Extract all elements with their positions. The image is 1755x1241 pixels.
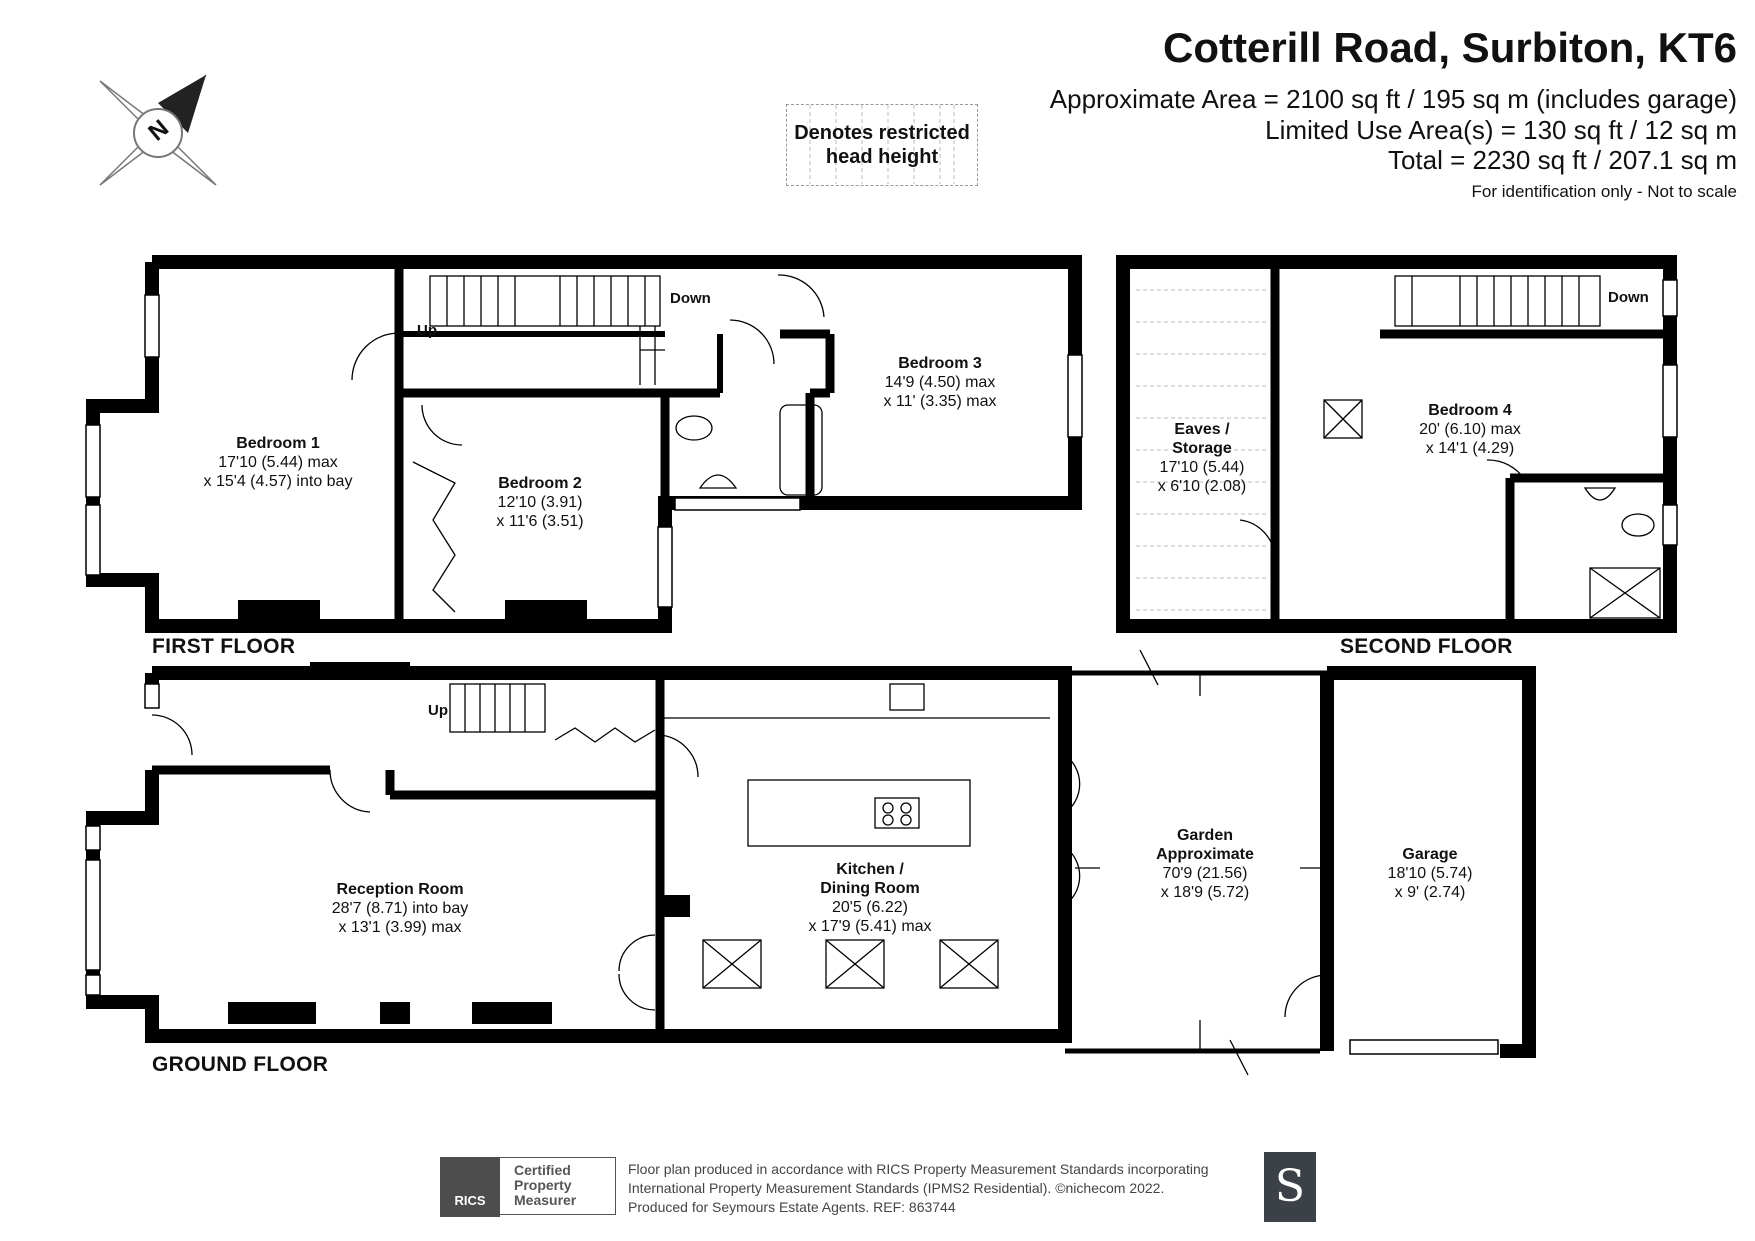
cert-line-3: Measurer: [514, 1192, 577, 1208]
room-dim-1: 20'5 (6.22): [832, 899, 908, 916]
legend-line-1: Denotes restricted: [794, 122, 970, 144]
room-dim-2: x 14'1 (4.29): [1425, 440, 1515, 457]
room-dim-1: 20' (6.10) max: [1419, 421, 1521, 438]
total-area-line: Total = 2230 sq ft / 207.1 sq m: [1387, 145, 1737, 175]
footer-disclaimer: Floor plan produced in accordance with R…: [628, 1160, 1209, 1217]
rics-certification-badge: RICS Certified Property Measurer: [440, 1157, 618, 1217]
ground-floor-stairs-up: Up: [428, 702, 448, 719]
room-name-2: Dining Room: [820, 880, 920, 897]
legend-line-2: head height: [825, 146, 939, 168]
room-dim-2: x 17'9 (5.41) max: [808, 918, 932, 935]
room-dim-2: x 18'9 (5.72): [1160, 884, 1250, 901]
room-reception: Reception Room 28'7 (8.71) into bay x 13…: [290, 880, 510, 937]
limited-use-area-line: Limited Use Area(s) = 130 sq ft / 12 sq …: [1265, 115, 1737, 145]
footer-line-2: International Property Measurement Stand…: [628, 1180, 1165, 1196]
room-dim-1: 12'10 (3.91): [497, 494, 583, 511]
room-name: Garden: [1176, 827, 1233, 844]
room-bedroom-1: Bedroom 1 17'10 (5.44) max x 15'4 (4.57)…: [168, 434, 388, 491]
not-to-scale-note: For identification only - Not to scale: [1471, 182, 1737, 201]
first-floor-stairs-down: Down: [670, 290, 711, 307]
room-name-2: Approximate: [1156, 846, 1254, 863]
room-dim-2: x 11' (3.35) max: [883, 393, 997, 410]
second-floor-stairs-down: Down: [1608, 289, 1649, 306]
room-dim-2: x 15'4 (4.57) into bay: [203, 473, 353, 490]
cert-line-1: Certified: [514, 1162, 571, 1178]
room-bedroom-2: Bedroom 2 12'10 (3.91) x 11'6 (3.51): [460, 474, 620, 531]
footer-line-3: Produced for Seymours Estate Agents. REF…: [628, 1199, 956, 1215]
restricted-height-legend-hatch: [809, 105, 955, 184]
second-floor-label: SECOND FLOOR: [1340, 635, 1513, 658]
certified-property-measurer-label: Certified Property Measurer: [500, 1157, 616, 1215]
room-dim-1: 18'10 (5.74): [1387, 865, 1473, 882]
room-name: Bedroom 2: [498, 475, 582, 492]
room-garage: Garage 18'10 (5.74) x 9' (2.74): [1370, 845, 1490, 902]
rics-logo: RICS: [440, 1157, 500, 1217]
room-garden: Garden Approximate 70'9 (21.56) x 18'9 (…: [1130, 826, 1280, 902]
room-dim-1: 17'10 (5.44) max: [218, 454, 338, 471]
property-title: Cotterill Road, Surbiton, KT6: [1163, 24, 1737, 71]
ground-floor-label: GROUND FLOOR: [152, 1053, 329, 1076]
second-floor-fixtures: [1136, 275, 1678, 619]
room-dim-1: 14'9 (4.50) max: [884, 374, 996, 391]
compass-icon: [99, 74, 217, 186]
room-name: Bedroom 1: [236, 435, 320, 452]
first-floor-label: FIRST FLOOR: [152, 635, 296, 658]
room-dim-1: 70'9 (21.56): [1162, 865, 1248, 882]
room-kitchen-dining: Kitchen / Dining Room 20'5 (6.22) x 17'9…: [780, 860, 960, 936]
ground-floor-fixtures: [85, 649, 1499, 1076]
room-dim-2: x 9' (2.74): [1394, 884, 1466, 901]
first-floor-stairs-up: Up: [417, 322, 437, 339]
room-dim-2: x 6'10 (2.08): [1157, 478, 1247, 495]
footer-line-1: Floor plan produced in accordance with R…: [628, 1161, 1209, 1177]
seymours-logo: S: [1264, 1152, 1316, 1222]
room-name: Bedroom 3: [898, 355, 982, 372]
room-bedroom-3: Bedroom 3 14'9 (4.50) max x 11' (3.35) m…: [850, 354, 1030, 411]
room-bedroom-4: Bedroom 4 20' (6.10) max x 14'1 (4.29): [1380, 401, 1560, 458]
approximate-area-line: Approximate Area = 2100 sq ft / 195 sq m…: [1049, 84, 1737, 114]
room-name: Garage: [1402, 846, 1458, 863]
room-name: Kitchen /: [836, 861, 904, 878]
room-dim-1: 17'10 (5.44): [1159, 459, 1245, 476]
room-eaves-storage: Eaves / Storage 17'10 (5.44) x 6'10 (2.0…: [1136, 420, 1268, 496]
first-floor-fixtures: [85, 274, 1083, 620]
second-floor-plan: [1116, 255, 1677, 633]
room-name: Reception Room: [336, 881, 464, 898]
room-dim-1: 28'7 (8.71) into bay: [331, 900, 469, 917]
cert-line-2: Property: [514, 1177, 572, 1193]
room-dim-2: x 11'6 (3.51): [496, 513, 584, 530]
ground-floor-plan: [86, 666, 1536, 1058]
room-name-2: Storage: [1172, 440, 1232, 457]
room-name: Eaves /: [1174, 421, 1230, 438]
room-name: Bedroom 4: [1428, 402, 1512, 419]
room-dim-2: x 13'1 (3.99) max: [338, 919, 462, 936]
restricted-height-legend: Denotes restricted head height: [786, 104, 978, 186]
